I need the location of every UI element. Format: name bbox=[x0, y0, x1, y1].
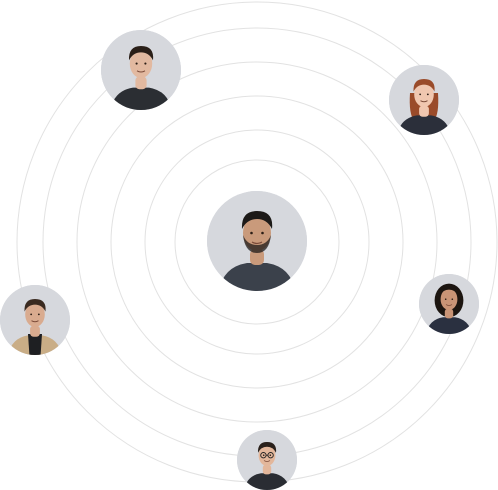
orbit-ring bbox=[174, 159, 340, 325]
avatar-left-person[interactable] bbox=[0, 285, 70, 355]
avatar-bottom-person[interactable] bbox=[237, 430, 297, 490]
orbit-ring bbox=[76, 61, 438, 423]
avatar-top-right-person[interactable] bbox=[389, 65, 459, 135]
portrait-illustration bbox=[419, 274, 479, 334]
orbit-ring bbox=[110, 95, 404, 389]
portrait-illustration bbox=[0, 285, 70, 355]
portrait-illustration bbox=[389, 65, 459, 135]
orbit-ring bbox=[144, 129, 370, 355]
portrait-illustration bbox=[237, 430, 297, 490]
portrait-illustration bbox=[101, 30, 181, 110]
avatar-top-left-person[interactable] bbox=[101, 30, 181, 110]
avatar-right-person[interactable] bbox=[419, 274, 479, 334]
portrait-illustration bbox=[207, 191, 307, 291]
avatar-center-person[interactable] bbox=[207, 191, 307, 291]
